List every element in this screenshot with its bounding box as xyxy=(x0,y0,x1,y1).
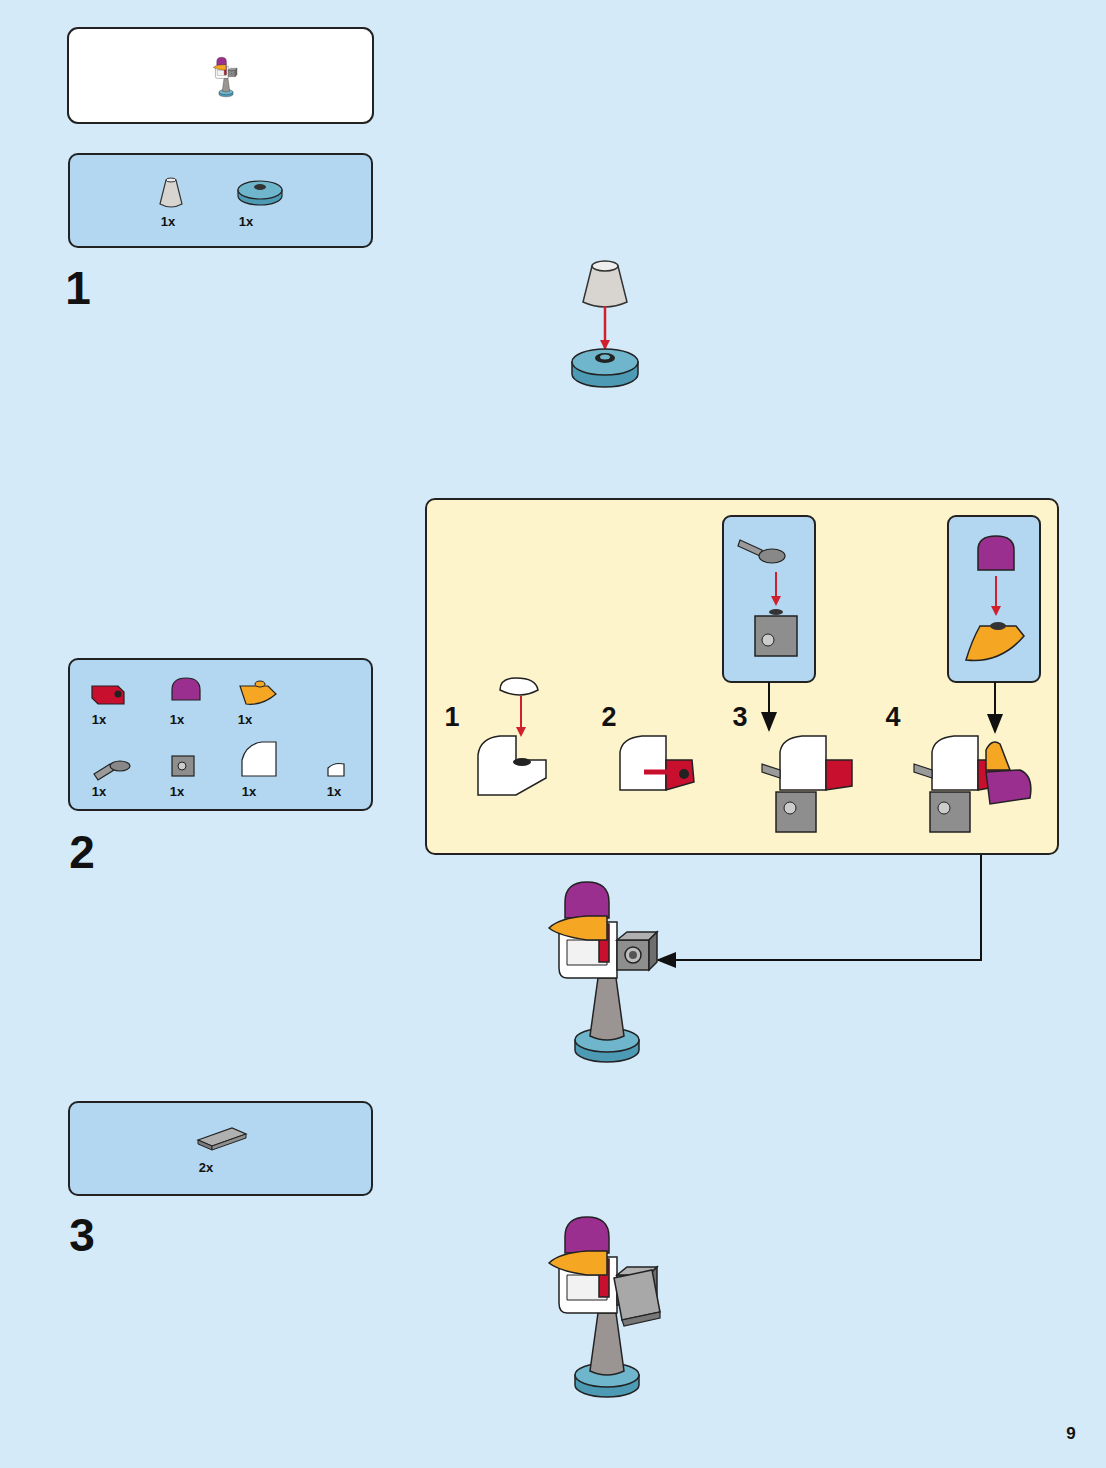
part-quantity: 1x xyxy=(242,785,256,798)
step-number: 3 xyxy=(69,1212,95,1258)
part-quantity: 1x xyxy=(92,785,106,798)
part-quantity: 2x xyxy=(199,1161,213,1174)
part-quantity: 1x xyxy=(327,785,341,798)
sub-step-number: 3 xyxy=(732,704,747,731)
sub-build-panel: 1 2 3 4 xyxy=(425,498,1059,855)
part-quantity: 1x xyxy=(92,713,106,726)
part-quantity: 1x xyxy=(170,785,184,798)
part-quantity: 1x xyxy=(161,215,175,228)
step-number: 2 xyxy=(69,829,95,875)
sub-step-number: 4 xyxy=(885,704,900,731)
part-quantity: 1x xyxy=(238,713,252,726)
parts-list-box: 2x xyxy=(68,1101,373,1196)
parts-list-box: 1x 1x xyxy=(68,153,373,248)
page-number: 9 xyxy=(1066,1425,1075,1442)
step-number: 1 xyxy=(65,265,91,311)
parts-list-box: 1x 1x 1x 1x 1x 1x 1x xyxy=(68,658,373,811)
sub-step-number: 1 xyxy=(444,704,459,731)
part-quantity: 1x xyxy=(239,215,253,228)
sub-step-number: 2 xyxy=(601,704,616,731)
part-quantity: 1x xyxy=(170,713,184,726)
